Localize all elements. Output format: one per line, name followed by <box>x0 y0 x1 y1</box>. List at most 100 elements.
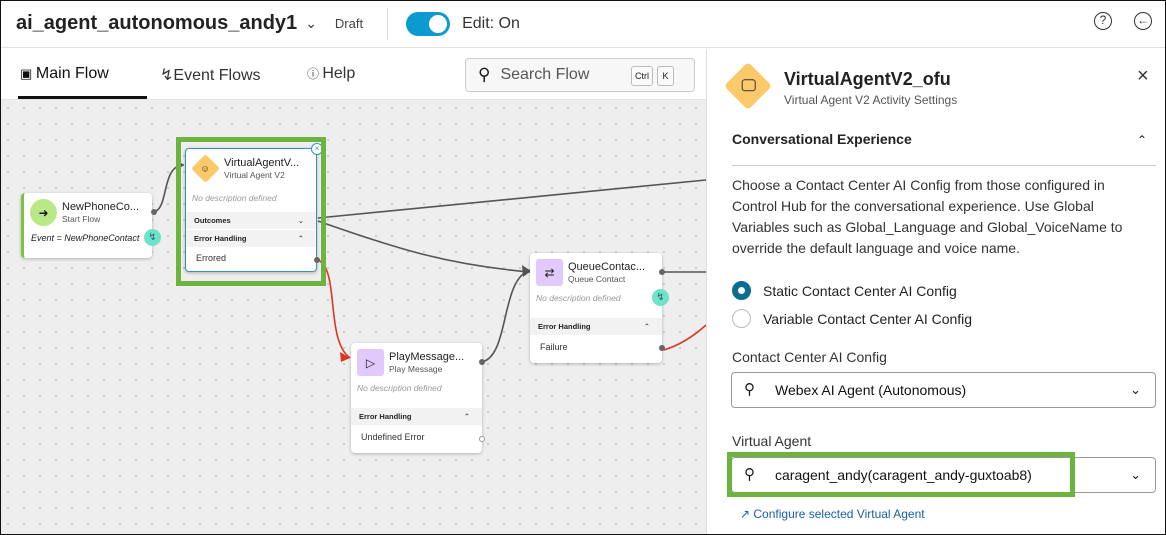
section-label: Error Handling <box>194 234 247 243</box>
help-icon: ⓘ <box>307 67 323 81</box>
errored-outcome: Errored <box>196 253 227 263</box>
section-label: Error Handling <box>538 322 591 331</box>
outcomes-section[interactable]: Outcomes⌄ <box>186 212 316 229</box>
output-port[interactable] <box>314 257 320 263</box>
select-value: Webex AI Agent (Autonomous) <box>775 382 967 398</box>
output-port[interactable] <box>151 209 157 215</box>
node-description: No description defined <box>536 293 621 303</box>
radio-label: Variable Contact Center AI Config <box>763 311 973 327</box>
panel-title: VirtualAgentV2_ofu <box>784 69 951 89</box>
kbd-k: K <box>657 66 674 86</box>
virtual-agent-select[interactable]: ⚲ caragent_andy(caragent_andy-guxtoab8) … <box>731 457 1156 493</box>
chevron-down-icon: ⌄ <box>1130 382 1141 397</box>
help-icon[interactable]: ? <box>1094 12 1112 30</box>
node-subtitle: Play Message <box>389 364 443 374</box>
search-flow-input[interactable]: ⚲ Search Flow Ctrl K <box>465 58 695 92</box>
error-handling-section[interactable]: Error Handling ⌃ <box>186 230 316 247</box>
edge-error-red <box>317 259 351 359</box>
close-icon[interactable]: × <box>311 143 323 155</box>
lightning-icon[interactable]: ↯ <box>144 229 161 246</box>
output-port[interactable] <box>659 269 665 275</box>
tab-label: Help <box>322 65 356 82</box>
edge-va-right <box>317 179 706 219</box>
tab-main-flow[interactable]: ▣ Main Flow <box>20 65 109 83</box>
output-port[interactable] <box>479 359 485 365</box>
output-port[interactable] <box>659 345 665 351</box>
ai-config-select[interactable]: ⚲ Webex AI Agent (Autonomous) ⌄ <box>731 372 1156 408</box>
section-description: Choose a Contact Center AI Config from t… <box>732 177 1123 256</box>
edge-va-queue <box>317 220 531 273</box>
edit-label: Edit: On <box>462 14 520 32</box>
external-link-icon: ↗ <box>740 507 754 521</box>
lightning-icon: ↯ <box>160 67 174 84</box>
divider <box>732 165 1156 166</box>
play-icon: ▷ <box>357 349 384 376</box>
select-value: caragent_andy(caragent_andy-guxtoab8) <box>775 467 1032 483</box>
field-label: Virtual Agent <box>732 433 812 449</box>
edit-toggle[interactable] <box>406 11 451 36</box>
chevron-up-icon: ⌃ <box>297 234 304 243</box>
edge-start-va <box>151 164 185 213</box>
error-handling-section[interactable]: Error Handling ⌃ <box>530 318 662 335</box>
search-icon: ⚲ <box>478 65 491 84</box>
app-header: ai_agent_autonomous_andy1 ⌄ Draft Edit: … <box>0 0 1166 48</box>
node-description: No description defined <box>357 383 442 393</box>
chevron-up-icon[interactable]: ⌃ <box>1137 133 1148 147</box>
tab-label: Event Flows <box>173 67 261 84</box>
node-title: NewPhoneCo... <box>62 201 140 213</box>
divider <box>387 7 389 40</box>
node-title: PlayMessage... <box>389 351 465 363</box>
link-label: Configure selected Virtual Agent <box>753 507 925 521</box>
kbd-ctrl: Ctrl <box>631 66 653 86</box>
tab-label: Main Flow <box>35 65 109 82</box>
activity-settings-panel: VirtualAgentV2_ofu Virtual Agent V2 Acti… <box>706 49 1166 535</box>
node-title: QueueContac... <box>568 261 646 273</box>
panel-subtitle: Virtual Agent V2 Activity Settings <box>784 93 958 107</box>
radio-static-config[interactable] <box>732 281 751 300</box>
chevron-down-icon: ⌄ <box>1130 467 1141 482</box>
node-event: Event = NewPhoneContact <box>31 233 140 243</box>
arrowhead <box>522 265 531 277</box>
edge-queue-failure <box>663 324 706 351</box>
lightning-icon[interactable]: ↯ <box>652 289 669 306</box>
output-port-empty[interactable] <box>479 436 485 442</box>
radio-label: Static Contact Center AI Config <box>763 283 957 299</box>
active-tab-indicator <box>18 96 147 99</box>
search-icon: ⚲ <box>744 466 755 483</box>
configure-agent-link[interactable]: ↗ Configure selected Virtual Agent <box>740 507 925 521</box>
section-header[interactable]: Conversational Experience <box>732 131 912 147</box>
close-icon[interactable]: × <box>1137 65 1149 87</box>
error-handling-section[interactable]: Error Handling ⌃ <box>351 408 482 425</box>
tab-event-flows[interactable]: ↯Event Flows <box>160 65 261 85</box>
node-play-message[interactable]: ▷ PlayMessage... Play Message No descrip… <box>351 343 485 453</box>
undefined-error-outcome: Undefined Error <box>361 432 425 442</box>
search-icon: ⚲ <box>744 381 755 398</box>
tab-bar: ▣ Main Flow ↯Event Flows ⓘ Help ⚲ Search… <box>0 49 706 100</box>
search-placeholder: Search Flow <box>500 66 590 83</box>
tab-help[interactable]: ⓘ Help <box>307 65 355 83</box>
section-label: Error Handling <box>359 412 412 421</box>
arrowhead <box>177 160 184 170</box>
arrowhead <box>340 352 350 362</box>
chevron-up-icon: ⌃ <box>463 412 470 421</box>
field-label: Contact Center AI Config <box>732 349 887 365</box>
shuffle-icon: ⇄ <box>536 259 563 286</box>
chevron-down-icon: ⌄ <box>297 216 304 225</box>
flow-icon: ▣ <box>20 66 36 81</box>
node-queue-contact[interactable]: ⇄ QueueContac... Queue Contact No descri… <box>530 253 669 363</box>
node-subtitle: Start Flow <box>62 214 101 224</box>
virtual-agent-icon: ☺ <box>191 154 220 183</box>
chevron-down-icon[interactable]: ⌄ <box>305 15 317 31</box>
node-subtitle: Queue Contact <box>568 274 626 284</box>
exit-icon[interactable]: ← <box>1134 12 1152 30</box>
status-badge: Draft <box>334 16 364 31</box>
virtual-agent-icon <box>723 61 773 111</box>
chevron-up-icon: ⌃ <box>643 322 650 331</box>
node-description: No description defined <box>192 193 277 203</box>
radio-variable-config[interactable] <box>732 309 751 328</box>
failure-outcome: Failure <box>540 342 568 352</box>
node-virtual-agent[interactable]: ☺ VirtualAgentV... Virtual Agent V2 No d… <box>185 143 323 272</box>
start-icon: ➜ <box>30 199 57 226</box>
node-start-flow[interactable]: ➜ NewPhoneCo... Start Flow Event = NewPh… <box>21 193 161 258</box>
node-subtitle: Virtual Agent V2 <box>224 170 285 180</box>
